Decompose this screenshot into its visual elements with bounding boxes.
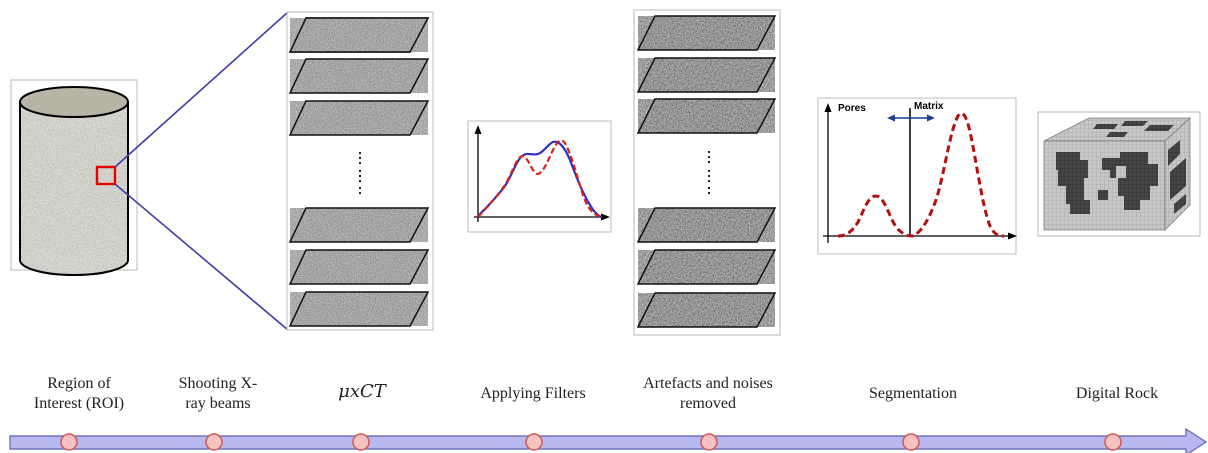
roi-marker	[95, 165, 117, 186]
bimodal-histogram-curve	[837, 111, 1005, 238]
pores-label: Pores	[838, 103, 866, 114]
matrix-label: Matrix	[914, 101, 944, 112]
label-roi-line1: Region of	[47, 375, 111, 392]
label-artefacts-line2: removed	[680, 395, 736, 412]
ellipsis-dots	[708, 151, 710, 194]
label-segmentation: Segmentation	[869, 385, 957, 402]
denoised-slice	[636, 98, 777, 134]
filtered-signal-curve	[477, 139, 602, 219]
ct-slice	[288, 207, 430, 243]
segmentation-chart: Pores Matrix	[817, 97, 1017, 255]
timeline-node-roi	[60, 433, 78, 451]
denoised-slice	[636, 207, 777, 243]
denoised-slice	[636, 292, 777, 328]
label-xray-line2: ray beams	[185, 395, 250, 412]
timeline-arrow	[9, 427, 1208, 453]
ct-slice	[288, 249, 430, 285]
timeline-node-artefacts	[700, 433, 718, 451]
step-labels: Region of Interest (ROI) Shooting X- ray…	[34, 375, 1158, 412]
ellipsis-dots	[359, 152, 361, 194]
filter-chart-frame	[467, 120, 612, 233]
segmentation-chart-frame	[817, 97, 1017, 255]
label-roi-line2: Interest (ROI)	[34, 395, 124, 412]
filter-histogram-chart	[467, 120, 612, 233]
threshold-adjust-arrow	[887, 114, 935, 122]
filter-chart-axes	[474, 125, 610, 222]
ct-slice	[288, 100, 430, 136]
timeline-node-filters	[525, 433, 543, 451]
timeline-node-digital-rock	[1104, 433, 1122, 451]
denoised-slice	[636, 15, 777, 51]
pore-voxel-clusters	[1056, 121, 1186, 214]
label-artefacts-line1: Artefacts and noises	[643, 375, 773, 392]
ct-slice	[288, 17, 430, 53]
denoised-slice-stack	[633, 9, 781, 336]
original-signal-curve	[476, 140, 603, 219]
label-xray-line1: Shooting X-	[179, 375, 258, 392]
digital-rock-cube	[1037, 111, 1201, 237]
workflow-timeline	[9, 427, 1208, 453]
timeline-node-xray	[205, 433, 223, 451]
ct-slice	[288, 58, 430, 94]
timeline-node-muxct	[352, 433, 370, 451]
rock-core-cylinder	[19, 86, 129, 276]
label-muxct: μxCT	[338, 381, 388, 402]
label-digital-rock: Digital Rock	[1076, 385, 1158, 402]
ct-slice	[288, 291, 430, 327]
microct-slice-stack	[286, 11, 434, 331]
denoised-slice	[636, 57, 777, 93]
label-applying-filters: Applying Filters	[480, 385, 585, 402]
zoom-lines	[114, 11, 289, 331]
segmentation-axes	[823, 103, 1017, 243]
timeline-node-segmentation	[902, 433, 920, 451]
roi-panel	[10, 79, 138, 276]
denoised-slice	[636, 249, 777, 285]
